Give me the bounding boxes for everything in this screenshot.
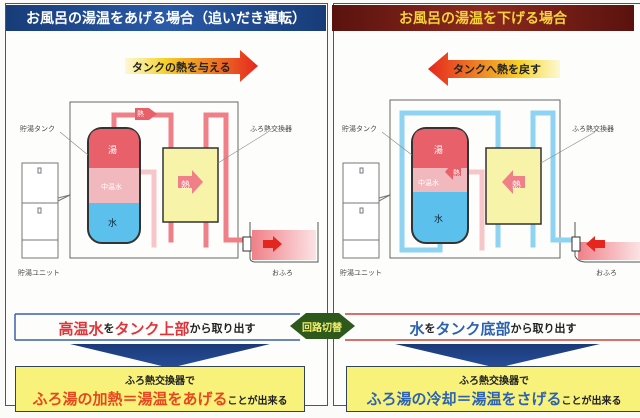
circuit-switch-shape xyxy=(290,313,355,339)
left-bath-label: おふろ xyxy=(272,269,293,277)
right-heat-exchanger xyxy=(485,147,542,225)
left-storage-unit-icon xyxy=(21,162,59,259)
banner-highlight: タンク上部 xyxy=(114,319,190,338)
result-subtitle: ふろ熱交換器で xyxy=(125,376,195,387)
right-bath-label: おふろ xyxy=(596,269,617,277)
left-heat-label: 熱 xyxy=(137,110,144,118)
banner-text: から取り出す xyxy=(510,322,577,335)
left-arrow-label: タンクの熱を与える xyxy=(132,61,231,74)
right-arrow-label: タンクへ熱を戻す xyxy=(453,63,541,76)
left-bath xyxy=(249,222,319,263)
left-banner: 高温水をタンク上部から取り出す xyxy=(17,315,297,341)
right-exchanger-label: ふろ熱交換器 xyxy=(572,125,614,133)
result-subtitle: ふろ熱交換器で xyxy=(459,376,529,387)
left-water-layer-label: 水 xyxy=(108,219,118,229)
right-banner: 水をタンク底部から取り出す xyxy=(348,315,638,341)
left-unit-label: 貯湯ユニット xyxy=(18,269,60,277)
right-storage-unit-icon xyxy=(342,162,380,259)
banner-highlight: 高温水 xyxy=(58,319,104,338)
right-panel-title: お風呂の湯温を下げる場合 xyxy=(332,5,634,31)
right-water-layer-label: 水 xyxy=(434,215,444,225)
left-down-arrow xyxy=(70,344,270,368)
heat-give-arrow xyxy=(125,50,258,82)
right-hot-layer-label: 湯 xyxy=(434,146,444,156)
right-down-arrow xyxy=(395,344,600,368)
right-tank-label: 貯湯タンク xyxy=(342,125,377,133)
right-unit-label: 貯湯ユニット xyxy=(340,269,382,277)
left-mid-layer-label: 中温水 xyxy=(101,183,122,191)
left-hot-layer-label: 湯 xyxy=(108,146,118,156)
banner-highlight: タンク底部 xyxy=(435,319,511,338)
left-panel-title: お風呂の湯温をあげる場合（追いだき運転） xyxy=(6,5,326,31)
right-mid-layer-label: 中温水 xyxy=(418,179,439,187)
right-result-box: ふろ熱交換器で ふろ湯の冷却＝湯温をさげることが出来る xyxy=(346,366,640,412)
left-exchanger-label: ふろ熱交換器 xyxy=(250,125,292,133)
result-tail: ことが出来る xyxy=(561,396,622,407)
result-highlight: ふろ湯の加熱＝湯温をあげる xyxy=(32,390,228,408)
right-exchanger-heat-label: 熱 xyxy=(512,181,522,191)
banner-text: から取り出す xyxy=(189,322,256,335)
left-tank-label: 貯湯タンク xyxy=(20,125,55,133)
result-tail: ことが出来る xyxy=(227,396,288,407)
left-exchanger-heat-label: 熱 xyxy=(181,181,191,191)
right-housing xyxy=(389,99,561,259)
right-bath xyxy=(574,222,640,263)
banner-text: を xyxy=(103,322,115,335)
banner-text: を xyxy=(424,322,436,335)
right-tank-heat-label: 熱 xyxy=(453,169,460,177)
left-result-box: ふろ熱交換器で ふろ湯の加熱＝湯温をあげることが出来る xyxy=(15,366,305,412)
result-highlight: ふろ湯の冷却＝湯温をさげる xyxy=(366,390,562,408)
circuit-switch-label: 回路切替 xyxy=(302,323,342,334)
banner-highlight: 水 xyxy=(409,319,425,338)
left-housing xyxy=(69,101,239,259)
heat-return-arrow xyxy=(428,52,560,86)
